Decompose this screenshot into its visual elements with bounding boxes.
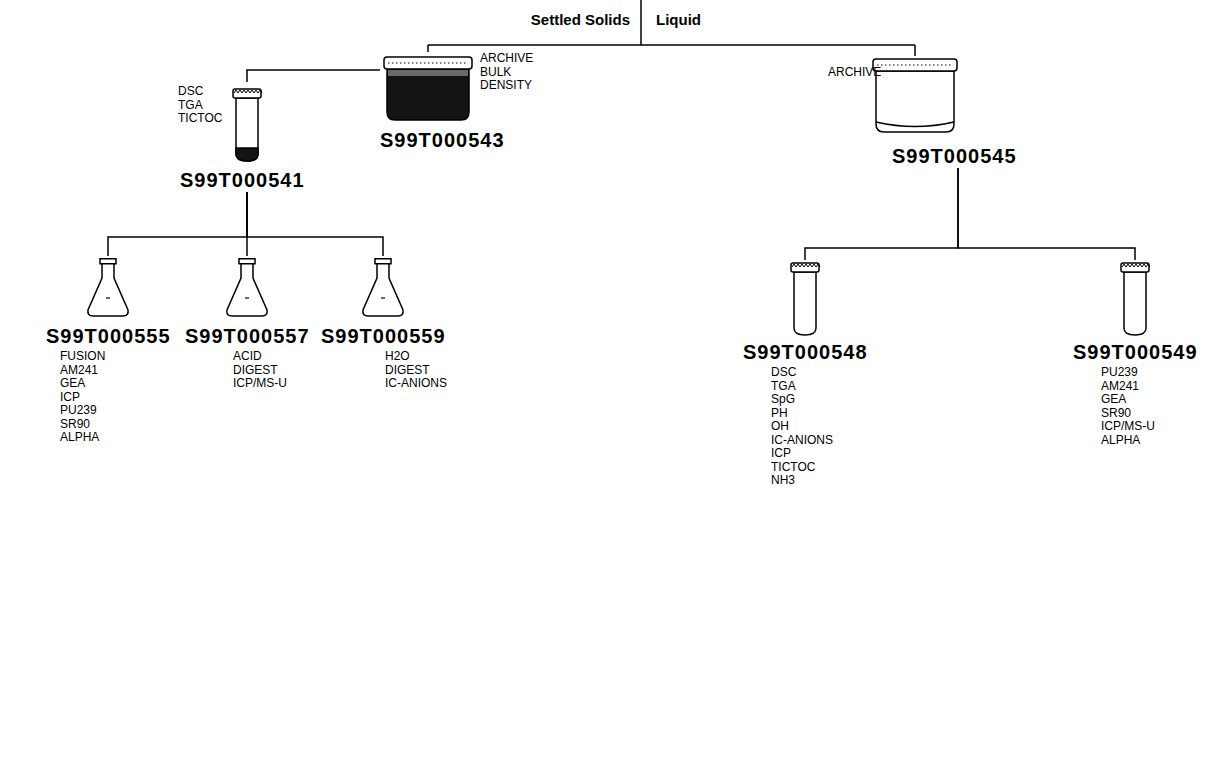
sample-id: S99T000543 (380, 128, 505, 152)
analysis-name: OH (771, 420, 789, 434)
sample-id: S99T000548 (743, 340, 868, 364)
analysis-name: ACID DIGEST (233, 350, 278, 377)
split-line (428, 44, 915, 46)
sample-container: S99T000548DSCTGASpGPHOHIC-ANIONSICPTICTO… (741, 260, 868, 488)
analysis-name: FUSION (60, 350, 105, 364)
analysis-name: IC-ANIONS (385, 377, 447, 391)
split-drop (427, 45, 429, 52)
feed-line (640, 0, 642, 45)
connector-line (958, 168, 1135, 260)
test-tube-icon (1120, 262, 1150, 336)
analysis-name: GEA (60, 377, 85, 391)
sample-container: S99T000549PU239AM241GEASR90ICP/MS-UALPHA (1071, 260, 1198, 447)
sample-container: S99T000555FUSIONAM241GEAICPPU239SR90ALPH… (44, 256, 171, 445)
sample-id: S99T000557 (185, 324, 310, 348)
sample-id: S99T000559 (321, 324, 446, 348)
analysis-name: BULK DENSITY (480, 66, 532, 93)
analysis-name: TICTOC (178, 112, 222, 126)
analysis-name: IC-ANIONS (771, 434, 833, 448)
flask-icon (224, 258, 270, 318)
analysis-name: ARCHIVE (480, 52, 533, 66)
analysis-name: ARCHIVE (828, 66, 881, 80)
sample-id: S99T000541 (180, 168, 305, 192)
analysis-name: TGA (178, 99, 203, 113)
jar-icon (383, 56, 473, 122)
sample-container: ARCHIVEBULK DENSITY S99T000543 (380, 52, 533, 152)
analysis-name: NH3 (771, 474, 795, 488)
analysis-name: ICP/MS-U (233, 377, 287, 391)
analysis-name: ALPHA (60, 431, 99, 445)
connector-line (247, 70, 380, 82)
test-tube-icon (790, 262, 820, 336)
analysis-name: PU239 (1101, 366, 1138, 380)
test-tube-icon (232, 88, 262, 162)
analysis-name: ICP (60, 391, 80, 405)
analysis-name: AM241 (1101, 380, 1139, 394)
sample-id: S99T000549 (1073, 340, 1198, 364)
analysis-name: ALPHA (1101, 434, 1140, 448)
analysis-name: ICP (771, 447, 791, 461)
sample-container: DSCTGATICTOC S99T000541 (176, 82, 305, 192)
jar-icon (872, 58, 958, 134)
analysis-name: AM241 (60, 364, 98, 378)
analysis-name: SR90 (60, 418, 90, 432)
connector-line (805, 168, 958, 260)
branch-label: Settled Solids (531, 11, 630, 29)
analysis-name: DSC (771, 366, 796, 380)
flask-icon (360, 258, 406, 318)
sample-id: S99T000545 (892, 144, 1017, 168)
sample-id: S99T000555 (46, 324, 171, 348)
analysis-name: SR90 (1101, 407, 1131, 421)
connector-line (247, 192, 383, 256)
sample-container: S99T000557ACID DIGESTICP/MS-U (183, 256, 310, 391)
analysis-name: TICTOC (771, 461, 815, 475)
analysis-name: GEA (1101, 393, 1126, 407)
analysis-name: H2O DIGEST (385, 350, 430, 377)
connector-line (108, 192, 247, 256)
analysis-name: DSC (178, 85, 203, 99)
sample-container: ARCHIVE S99T000545 (826, 56, 1017, 168)
flask-icon (85, 258, 131, 318)
analysis-name: SpG (771, 393, 795, 407)
branch-label: Liquid (656, 11, 701, 29)
analysis-name: ICP/MS-U (1101, 420, 1155, 434)
analysis-name: PU239 (60, 404, 97, 418)
analysis-name: TGA (771, 380, 796, 394)
analysis-name: PH (771, 407, 788, 421)
split-drop (914, 45, 916, 56)
sample-container: S99T000559H2O DIGESTIC-ANIONS (319, 256, 447, 391)
